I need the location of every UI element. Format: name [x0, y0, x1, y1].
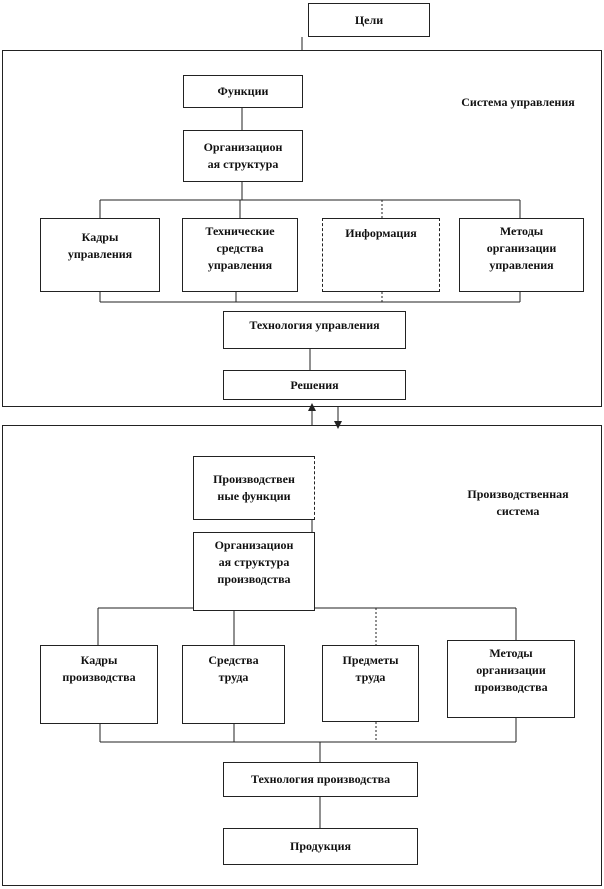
prod-org-structure-box: Организацион ая структура производства	[193, 532, 315, 611]
prod-functions-box: Производствен ные функции	[193, 456, 315, 520]
goals-box: Цели	[308, 3, 430, 37]
mgmt-org-structure-box: Организацион ая структура	[183, 130, 303, 182]
prod-objects-of-labor-box: Предметы труда	[322, 645, 419, 722]
prod-methods-box: Методы организации производства	[447, 640, 575, 718]
mgmt-technical-means-box: Технические средства управления	[182, 218, 298, 292]
prod-personnel-box: Кадры производства	[40, 645, 158, 724]
mgmt-functions-box: Функции	[183, 75, 303, 108]
production-system-caption: Производственная система	[467, 487, 569, 518]
mgmt-technology-box: Технология управления	[223, 311, 406, 349]
mgmt-information-box: Информация	[322, 218, 440, 292]
mgmt-methods-box: Методы организации управления	[459, 218, 584, 292]
prod-technology-box: Технология производства	[223, 762, 418, 797]
prod-products-box: Продукция	[223, 828, 418, 865]
management-system-frame	[2, 50, 602, 407]
production-system-frame	[2, 425, 602, 886]
management-system-caption: Система управления	[461, 95, 575, 109]
prod-means-of-labor-box: Средства труда	[182, 645, 285, 724]
mgmt-decisions-box: Решения	[223, 370, 406, 400]
mgmt-personnel-box: Кадры управления	[40, 218, 160, 292]
